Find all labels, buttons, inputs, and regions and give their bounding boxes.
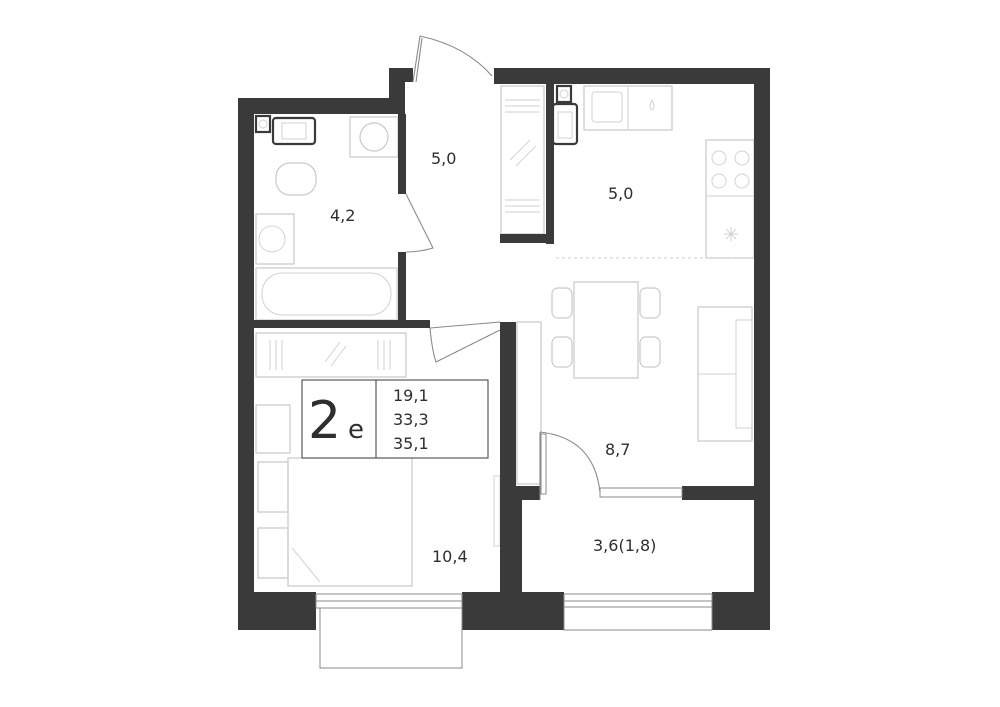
living-area-label: 8,7 [605,440,630,459]
chair [551,287,573,319]
loggia-window [563,593,713,631]
unit-badge: 2 е 19,1 33,3 35,1 [301,379,489,459]
chair [639,287,661,319]
total-area-with-balcony-value: 35,1 [393,434,429,453]
bathroom-sink [255,213,295,265]
hallway-area-label: 5,0 [431,149,456,168]
room-labels: 4,2 5,0 5,0 10,4 8,7 3,6(1,8) [330,149,656,566]
furniture [255,85,756,587]
toilet-icon [275,162,317,196]
kitchen-sink [591,91,623,123]
dining-table [573,281,639,379]
bedroom-wardrobe [255,332,407,378]
bathtub [255,267,398,321]
kitchen-area-label: 5,0 [608,184,633,203]
balcony-area-label: 3,6(1,8) [593,536,656,555]
desk [255,404,291,454]
shaft-icon [254,114,272,134]
bedroom-area-label: 10,4 [432,547,468,566]
balcony-door [539,431,601,500]
shaft-icon [555,84,573,104]
bathroom-door [405,193,434,253]
nightstand [257,527,289,579]
french-balcony [319,607,463,669]
entrance-door [412,35,493,83]
living-area-value: 19,1 [393,386,429,405]
stove-burner [711,150,727,166]
bed [287,457,413,587]
kitchen-counter-side [705,139,755,259]
living-wardrobe [516,321,542,485]
windows [315,593,713,669]
room-count-suffix: е [348,415,364,445]
bedroom-door [429,321,501,363]
walls [238,68,770,630]
chair [639,336,661,368]
balcony-window [599,487,683,498]
chair [551,336,573,368]
room-count: 2 [308,391,341,451]
bathroom-area-label: 4,2 [330,206,355,225]
doors [405,35,683,500]
washing-machine-drum [359,122,389,152]
nightstand [257,461,289,513]
shafts [254,84,579,146]
total-area-value: 33,3 [393,410,429,429]
